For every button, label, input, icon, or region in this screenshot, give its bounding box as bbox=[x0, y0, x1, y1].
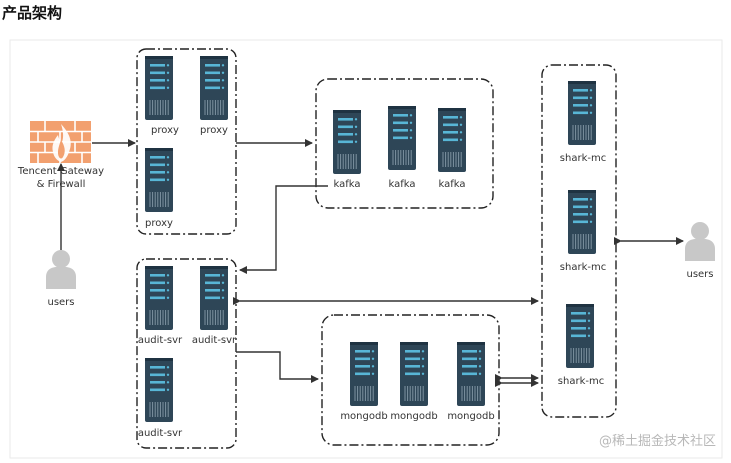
server-icon bbox=[145, 266, 173, 330]
server-icon bbox=[333, 110, 361, 174]
shark-server-label: shark-mc bbox=[558, 376, 604, 387]
audit-server-label: audit-svr bbox=[192, 335, 237, 346]
kafka-server-label: kafka bbox=[388, 179, 415, 190]
server-icon bbox=[145, 56, 173, 120]
mongodb-server-label: mongodb bbox=[390, 411, 437, 422]
server-icon bbox=[200, 266, 228, 330]
server-icon bbox=[145, 148, 173, 212]
connectors bbox=[57, 139, 684, 387]
shark-server-label: shark-mc bbox=[560, 262, 606, 273]
users-right-label: users bbox=[686, 269, 713, 280]
audit-server-label: audit-svr bbox=[138, 428, 183, 439]
shark-mc-group bbox=[541, 64, 617, 418]
server-nodes: proxy proxy proxy kafka kafka kafka audit-svr a… bbox=[138, 56, 606, 439]
proxy-server-label: proxy bbox=[151, 125, 179, 136]
audit-svr-group bbox=[136, 258, 237, 449]
proxy-server-label: proxy bbox=[200, 125, 228, 136]
proxy-server-label: proxy bbox=[145, 218, 173, 229]
server-icon bbox=[145, 358, 173, 422]
user-icon bbox=[46, 250, 76, 289]
page-title: 产品架构 bbox=[2, 4, 63, 22]
kafka-server-label: kafka bbox=[438, 179, 465, 190]
mongodb-server-label: mongodb bbox=[447, 411, 494, 422]
kafka-group bbox=[315, 78, 494, 209]
proxy-group bbox=[136, 48, 237, 235]
watermark: @稀土掘金技术社区 bbox=[599, 433, 716, 449]
shark-server-label: shark-mc bbox=[560, 153, 606, 164]
server-icon bbox=[568, 81, 596, 145]
arrow-kafka-to-audit bbox=[239, 185, 328, 274]
server-icon bbox=[568, 190, 596, 254]
user-icon bbox=[685, 222, 715, 261]
users-left-label: users bbox=[47, 297, 74, 308]
firewall-label-line2: & Firewall bbox=[37, 179, 86, 190]
firewall-label-line1: Tencent Gateway bbox=[17, 166, 104, 177]
server-icon bbox=[200, 56, 228, 120]
kafka-server-label: kafka bbox=[333, 179, 360, 190]
server-icon bbox=[438, 108, 466, 172]
mongodb-server-label: mongodb bbox=[340, 411, 387, 422]
server-icon bbox=[350, 342, 378, 406]
brick-firewall-icon bbox=[30, 121, 91, 163]
server-icon bbox=[400, 342, 428, 406]
server-icon bbox=[457, 342, 485, 406]
audit-server-label: audit-svr bbox=[138, 335, 183, 346]
server-icon bbox=[388, 106, 416, 170]
server-icon bbox=[566, 304, 594, 368]
arrow-audit-to-mongodb bbox=[236, 351, 319, 383]
